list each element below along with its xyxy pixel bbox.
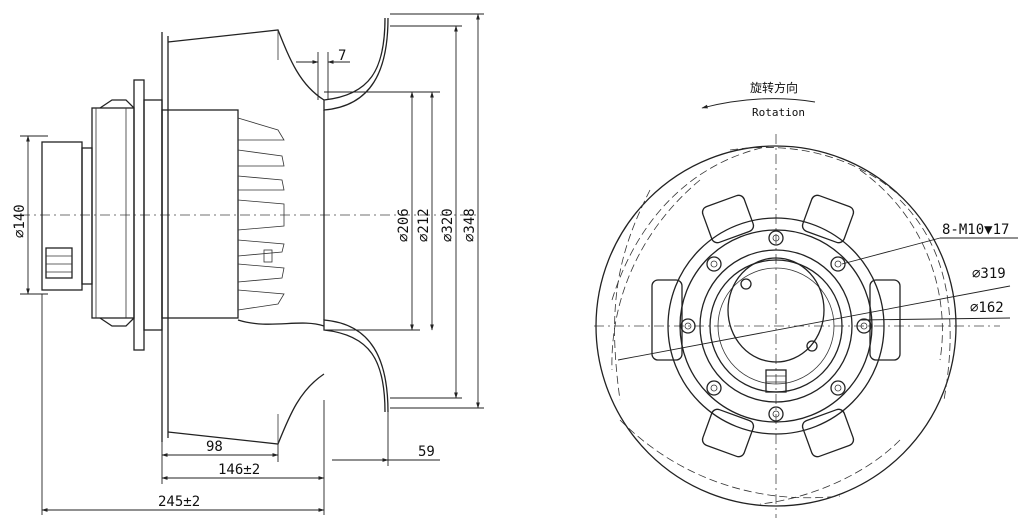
ring-inner — [679, 229, 873, 423]
impeller-inner — [237, 319, 325, 327]
rotation-label-en: Rotation — [752, 106, 805, 119]
dim-diameters — [20, 13, 484, 409]
vent-slots — [651, 194, 901, 458]
shroud-top — [323, 17, 389, 111]
terminal-box — [41, 141, 83, 291]
hub-outer — [699, 249, 853, 403]
bolt-holes — [680, 230, 872, 422]
leader-holes — [841, 237, 941, 265]
label-dim-7: 7 — [338, 48, 346, 64]
label-dim-59: 59 — [418, 444, 435, 460]
rotation-arrow — [701, 98, 816, 109]
label-dia-212: ⌀212 — [416, 208, 432, 242]
label-dim-245: 245±2 — [158, 494, 200, 510]
blade-top — [167, 29, 325, 101]
outer-shroud-circle — [595, 145, 957, 507]
label-holes: 8-M10▼17 — [942, 222, 1009, 238]
rotation-label-cn: 旋转方向 — [750, 80, 798, 95]
blade-curves — [611, 145, 951, 505]
label-dim-146: 146±2 — [218, 462, 260, 478]
label-dia-162: ⌀162 — [970, 300, 1004, 316]
motor-rear-housing — [91, 107, 135, 319]
leader-162 — [859, 317, 1011, 321]
leader-319 — [617, 285, 1011, 361]
label-dia-320: ⌀320 — [440, 208, 456, 242]
label-dim-98: 98 — [206, 439, 223, 455]
label-dia-206: ⌀206 — [396, 208, 412, 242]
cable-gland — [45, 247, 73, 279]
front-cable-gland — [765, 369, 787, 393]
housing-top-cap — [99, 99, 135, 109]
ring-outer — [667, 217, 885, 435]
housing-bottom-cap — [99, 317, 135, 327]
blade-bottom — [167, 373, 325, 445]
side-view: ⌀140 ⌀206 ⌀212 ⌀320 ⌀348 7 98 146±2 245±… — [12, 13, 484, 515]
label-dia-319: ⌀319 — [972, 266, 1006, 282]
terminal-box-flange — [81, 147, 93, 285]
motor-body — [161, 109, 239, 319]
dim-lengths — [41, 294, 440, 515]
label-dia-140: ⌀140 — [12, 204, 28, 238]
motor-face — [727, 257, 825, 363]
cooling-fins — [237, 117, 285, 311]
label-dia-348: ⌀348 — [462, 208, 478, 242]
shroud-bottom — [323, 319, 389, 413]
front-view: 旋转方向 Rotation 8-M10▼17 ⌀319 ⌀162 — [594, 80, 1018, 518]
